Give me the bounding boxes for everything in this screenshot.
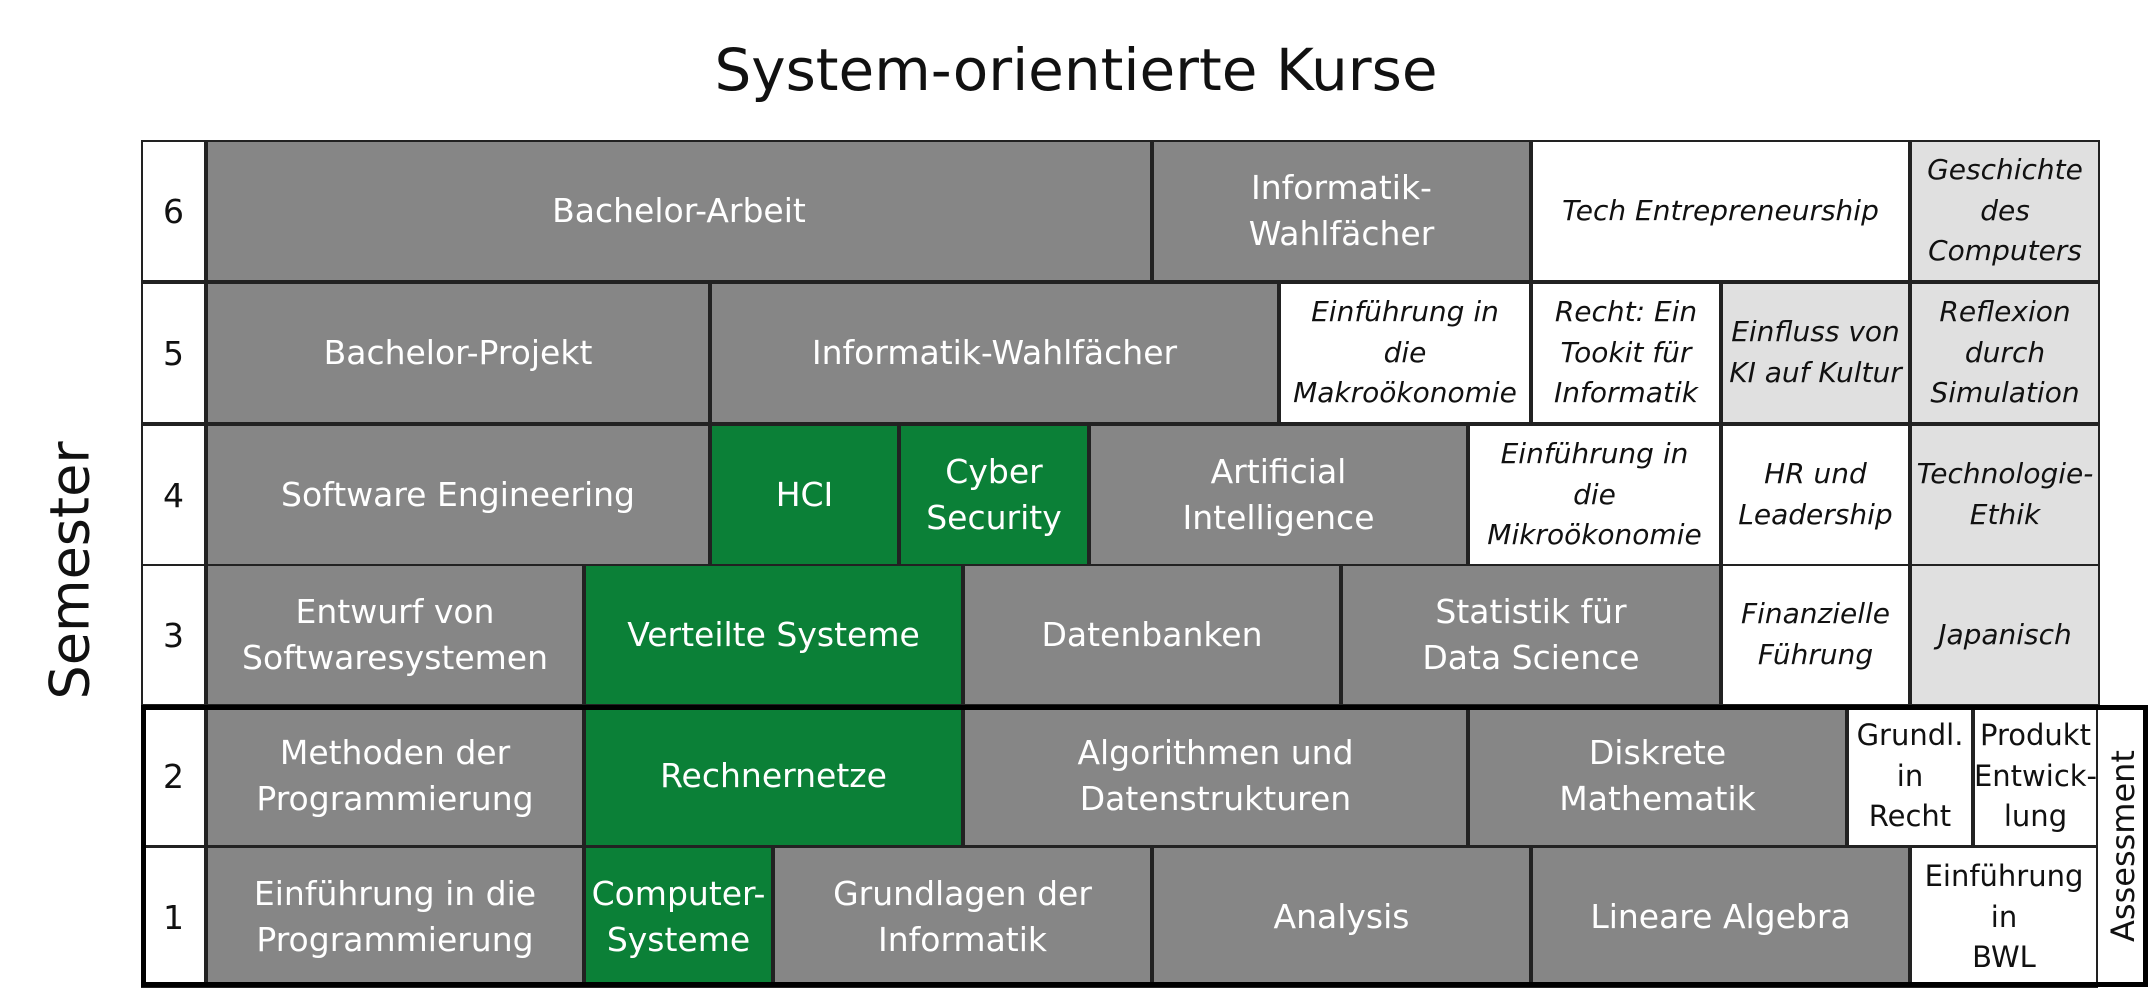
course-cell: Artificial Intelligence [1089,424,1468,566]
course-cell: Bachelor-Projekt [206,282,710,424]
course-cell: Software Engineering [206,424,710,566]
course-cell: Technologie- Ethik [1910,424,2100,566]
course-cell: HCI [710,424,899,566]
course-cell: Grundlagen der Informatik [773,846,1152,988]
assessment-label: Assessment [2104,750,2142,942]
course-cell: Cyber Security [899,424,1089,566]
semester-number: 5 [141,282,206,424]
course-cell: Einführung in die Programmierung [206,846,584,988]
course-cell: Statistik für Data Science [1341,564,1721,706]
course-cell: Diskrete Mathematik [1468,705,1847,847]
course-cell: Rechnernetze [584,705,963,847]
course-cell: Einführung in die Makroökonomie [1279,282,1531,424]
course-cell: Entwurf von Softwaresystemen [206,564,584,706]
course-cell: Analysis [1152,846,1531,988]
course-cell: Einfluss von KI auf Kultur [1721,282,1910,424]
course-cell: Japanisch [1910,564,2100,706]
semester-axis-label: Semester [39,441,102,699]
course-cell: Grundl. in Recht [1847,705,1973,847]
semester-number: 1 [141,846,206,988]
course-cell: Reflexion durch Simulation [1910,282,2100,424]
assessment-column: Assessment [2098,705,2148,987]
semester-number: 6 [141,140,206,282]
course-cell: Lineare Algebra [1531,846,1910,988]
semester-number: 3 [141,564,206,706]
course-cell: Informatik-Wahlfächer [710,282,1279,424]
semester-number: 2 [141,705,206,847]
course-cell: Datenbanken [963,564,1341,706]
course-cell: Einführung in die Mikroökonomie [1468,424,1721,566]
course-cell: Computer- Systeme [584,846,773,988]
course-cell: Tech Entrepreneurship [1531,140,1910,282]
course-cell: Informatik- Wahlfächer [1152,140,1531,282]
semester-number: 4 [141,424,206,566]
course-cell: Bachelor-Arbeit [206,140,1152,282]
course-cell: Finanzielle Führung [1721,564,1910,706]
course-cell: Geschichte des Computers [1910,140,2100,282]
semester-axis-label-text: Semester [38,440,102,700]
course-cell: Algorithmen und Datenstrukturen [963,705,1468,847]
diagram-title: System-orientierte Kurse [714,36,1438,104]
course-cell: HR und Leadership [1721,424,1910,566]
course-cell: Methoden der Programmierung [206,705,584,847]
course-cell: Produkt Entwick- lung [1973,705,2098,847]
course-cell: Verteilte Systeme [584,564,963,706]
course-cell: Recht: Ein Tookit für Informatik [1531,282,1721,424]
course-cell: Einführung in BWL [1910,846,2098,988]
